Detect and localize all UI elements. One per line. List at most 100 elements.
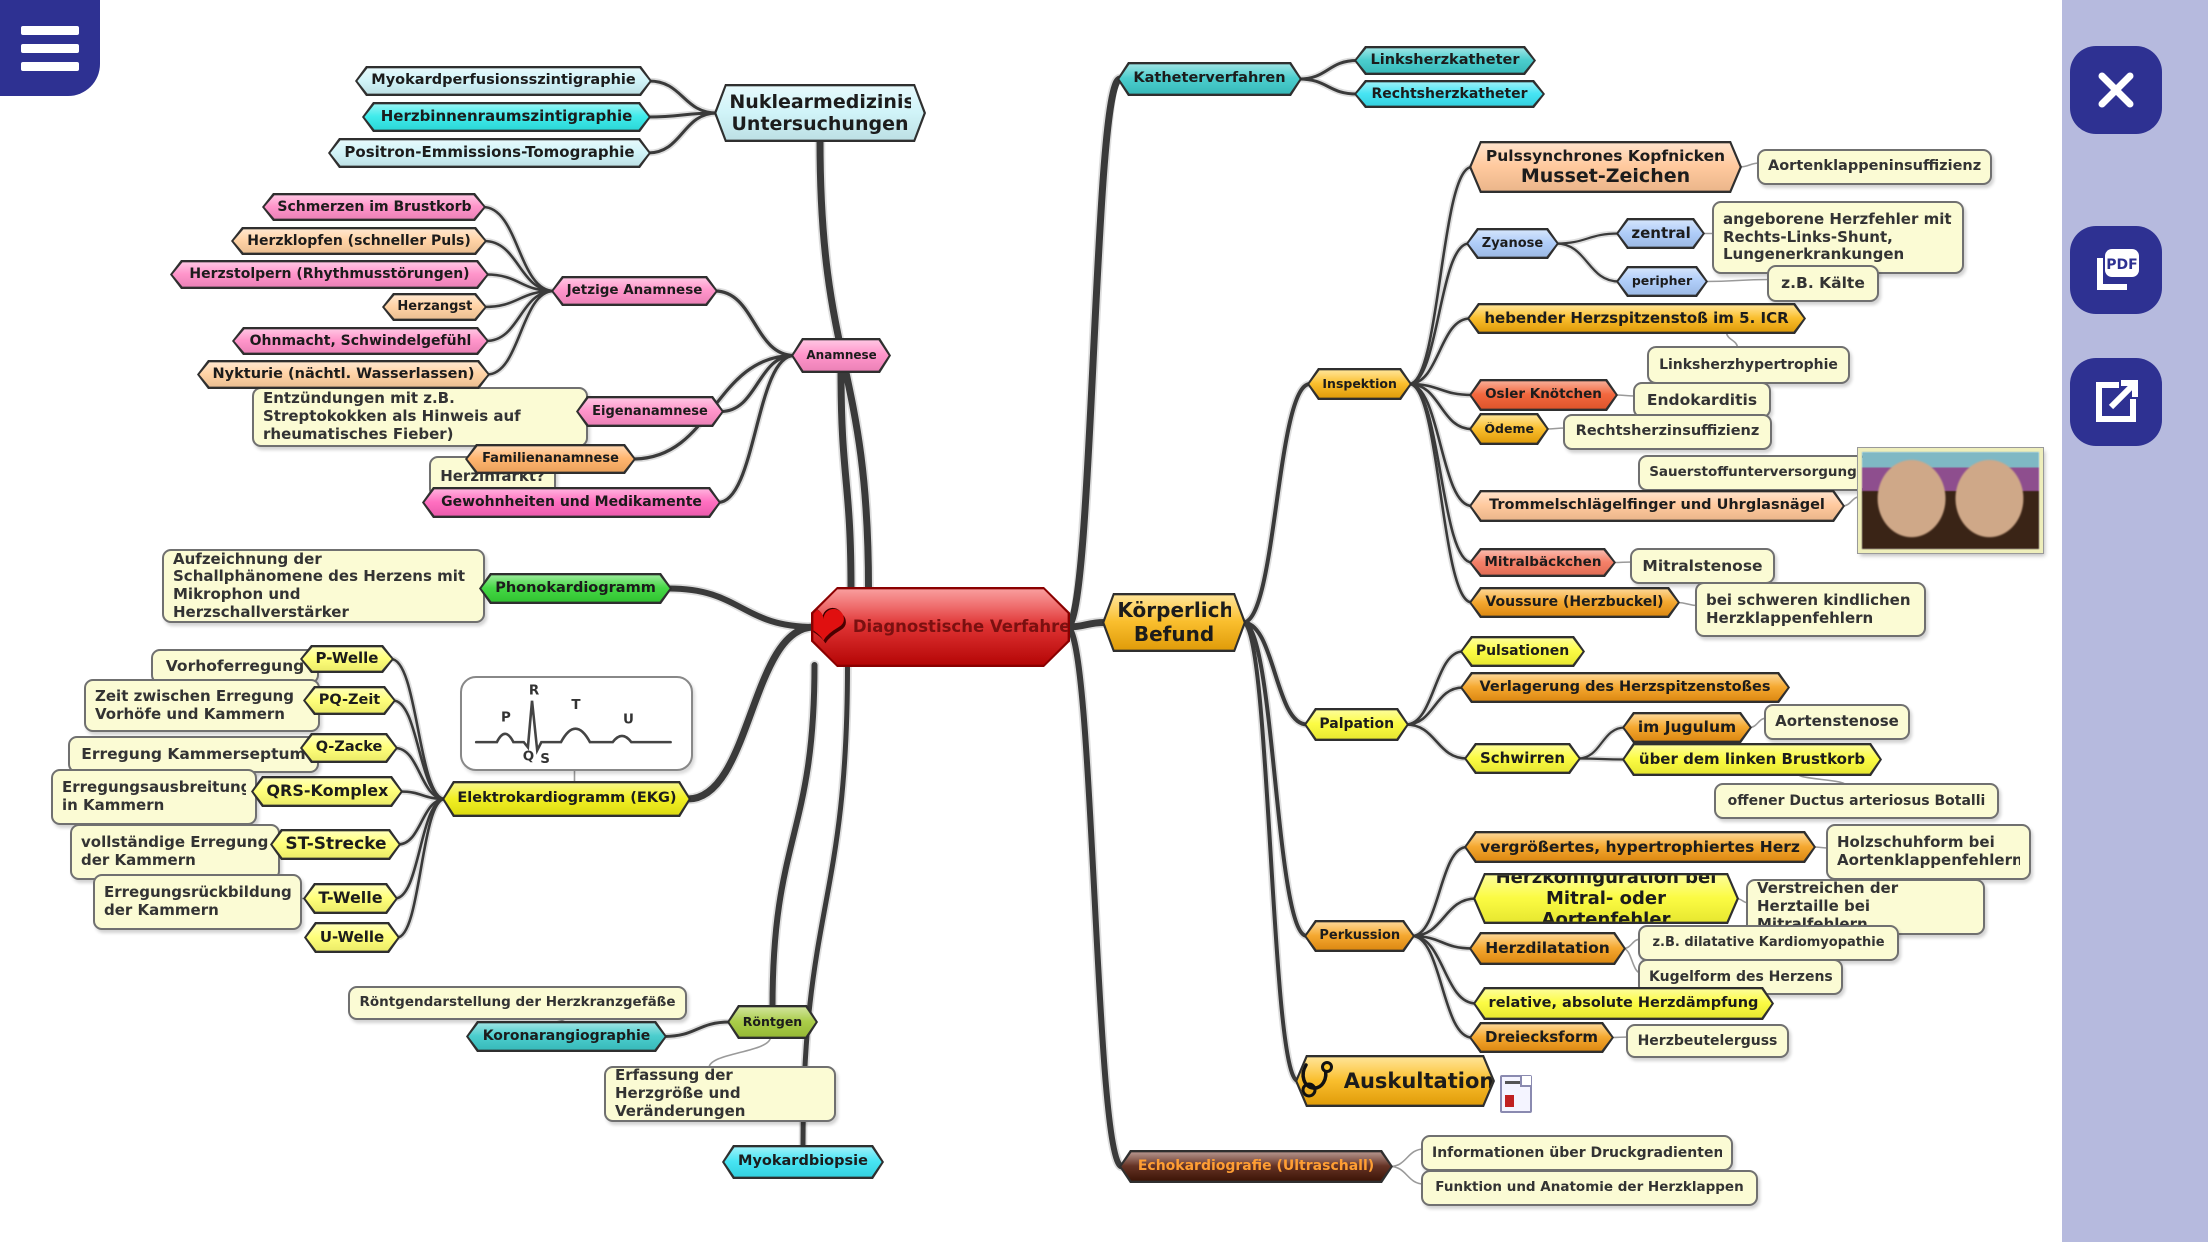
node-twelle[interactable]: T-Welle	[303, 883, 398, 914]
node-label: Herzstolpern (Rhythmusstörungen)	[189, 266, 470, 283]
node-phono[interactable]: Phonokardiogramm	[479, 573, 672, 604]
node-mitralb[interactable]: Mitralbäckchen	[1469, 548, 1616, 577]
note-label: bei schweren kindlichen Herzklappenfehle…	[1706, 591, 1911, 627]
node-label: Pulssynchrones Kopfnicken	[1485, 146, 1726, 165]
note-t_note: Erregungsrückbildung der Kammern	[93, 874, 302, 930]
node-nykturie[interactable]: Nykturie (nächtl. Wasserlassen)	[197, 360, 490, 389]
node-label: relative, absolute Herzdämpfung	[1488, 994, 1759, 1011]
node-label: Herzkonfiguration bei Mitral- oder Aorte…	[1495, 875, 1717, 922]
node-label: Koronarangiographie	[482, 1028, 651, 1045]
node-zentral[interactable]: zentral	[1616, 218, 1705, 249]
node-schmerzen[interactable]: Schmerzen im Brustkorb	[262, 193, 486, 221]
node-st[interactable]: ST-Strecke	[270, 829, 401, 860]
node-label: Echokardiografie (Ultraschall)	[1137, 1158, 1375, 1175]
node-oedeme[interactable]: Ödeme	[1469, 413, 1549, 445]
node-pwelle[interactable]: P-Welle	[300, 645, 394, 673]
node-uwelle[interactable]: U-Welle	[304, 922, 400, 953]
note-label: Erregungsrückbildung der Kammern	[104, 884, 291, 919]
node-vergroess[interactable]: vergrößertes, hypertrophiertes Herz	[1464, 831, 1816, 863]
note-herzbeutel_note: Herzbeutelerguss	[1626, 1024, 1789, 1058]
note-rechtsh_note: Rechtsherzinsuffizienz	[1563, 414, 1772, 450]
node-eigen[interactable]: Eigenanamnese	[576, 396, 724, 427]
note-label: Zeit zwischen Erregung Vorhöfe und Kamme…	[95, 687, 294, 723]
menu-button[interactable]	[0, 0, 100, 96]
node-herzbinnen[interactable]: Herzbinnenraumszintigraphie	[362, 102, 651, 132]
node-auskultation[interactable]: Auskultation	[1295, 1055, 1495, 1107]
note-label: Rechtsherzinsuffizienz	[1575, 423, 1760, 440]
note-qrs_note: Erregungsausbreitung in Kammern	[51, 769, 257, 825]
node-pqzeit[interactable]: PQ-Zeit	[303, 686, 396, 715]
node-herzstolpern[interactable]: Herzstolpern (Rhythmusstörungen)	[170, 260, 489, 289]
node-label: hebender Herzspitzenstoß im 5. ICR	[1484, 309, 1789, 327]
node-label: Röntgen	[742, 1014, 803, 1029]
svg-text:U: U	[623, 713, 634, 728]
node-center[interactable]: ❤Diagnostische Verfahren	[811, 587, 1070, 667]
node-inspektion[interactable]: Inspektion	[1307, 368, 1412, 400]
node-osler[interactable]: Osler Knötchen	[1469, 379, 1618, 411]
pdf-export-button[interactable]: PDF	[2070, 226, 2162, 314]
node-relative[interactable]: relative, absolute Herzdämpfung	[1473, 987, 1774, 1020]
note-label: Vorhoferregung	[165, 657, 305, 676]
node-imjugulum[interactable]: im Jugulum	[1622, 712, 1752, 743]
node-herzklopfen[interactable]: Herzklopfen (schneller Puls)	[231, 227, 487, 255]
node-links[interactable]: Linksherzkatheter	[1354, 46, 1536, 75]
node-koronar[interactable]: Koronarangiographie	[466, 1021, 667, 1052]
node-schwirren[interactable]: Schwirren	[1464, 743, 1581, 774]
note-linksh_note: Linksherzhypertrophie	[1647, 346, 1850, 384]
node-jetzige[interactable]: Jetzige Anamnese	[551, 276, 718, 306]
node-biopsie[interactable]: Myokardbiopsie	[722, 1145, 884, 1179]
node-ohnmacht[interactable]: Ohnmacht, Schwindelgefühl	[232, 327, 489, 355]
node-peripher[interactable]: peripher	[1616, 266, 1708, 297]
node-label: Ödeme	[1484, 421, 1534, 436]
node-label: Schwirren	[1479, 749, 1566, 767]
node-perkussion[interactable]: Perkussion	[1304, 920, 1415, 952]
close-button[interactable]	[2070, 46, 2162, 134]
node-herzkonfig[interactable]: Herzkonfiguration bei Mitral- oder Aorte…	[1473, 873, 1739, 924]
node-label: Anamnese	[806, 348, 876, 363]
node-herzdila[interactable]: Herzdilatation	[1469, 932, 1626, 965]
node-zyanose[interactable]: Zyanose	[1466, 228, 1559, 259]
node-ekg[interactable]: Elektrokardiogramm (EKG)	[442, 781, 691, 817]
note-label: Entzündungen mit z.B. Streptokokken als …	[263, 390, 521, 443]
node-label: Nuklearmedizinische Untersuchungen	[729, 90, 911, 135]
node-anamnese[interactable]: Anamnese	[791, 338, 891, 373]
node-positron[interactable]: Positron-Emmissions-Tomographie	[328, 138, 651, 168]
node-echo[interactable]: Echokardiografie (Ultraschall)	[1119, 1150, 1393, 1183]
attachment-icon[interactable]	[1500, 1075, 1532, 1113]
node-label: über dem linken Brustkorb	[1638, 750, 1866, 768]
node-rechts[interactable]: Rechtsherzkatheter	[1354, 80, 1545, 108]
node-qrs[interactable]: QRS-Komplex	[251, 776, 403, 807]
node-palpation[interactable]: Palpation	[1304, 708, 1409, 741]
open-external-button[interactable]	[2070, 358, 2162, 446]
stethoscope-icon	[1297, 1059, 1337, 1103]
node-label: Mitralbäckchen	[1484, 554, 1601, 570]
note-label: Aortenstenose	[1775, 713, 1899, 731]
node-roentgen[interactable]: Röntgen	[727, 1005, 818, 1039]
node-ueberbrust[interactable]: über dem linken Brustkorb	[1622, 743, 1882, 776]
node-hebender[interactable]: hebender Herzspitzenstoß im 5. ICR	[1467, 303, 1806, 334]
node-label: Schmerzen im Brustkorb	[277, 198, 471, 215]
node-label-2: Musset-Zeichen	[1520, 164, 1691, 187]
node-myokard[interactable]: Myokardperfusionsszintigraphie	[355, 66, 652, 96]
node-familien[interactable]: Familienanamnese	[465, 444, 636, 474]
svg-text:Q: Q	[523, 750, 534, 765]
node-verlagerung[interactable]: Verlagerung des Herzspitzenstoßes	[1460, 672, 1790, 703]
node-qzacke[interactable]: Q-Zacke	[300, 733, 398, 763]
node-nuklear[interactable]: Nuklearmedizinische Untersuchungen	[714, 84, 926, 142]
node-trommel[interactable]: Trommelschlägelfinger und Uhrglasnägel	[1469, 490, 1845, 522]
note-entz_note: Entzündungen mit z.B. Streptokokken als …	[252, 387, 588, 447]
node-koerper[interactable]: Körperlicher Befund	[1102, 593, 1246, 652]
node-gewohn[interactable]: Gewohnheiten und Medikamente	[422, 487, 721, 518]
node-voussure[interactable]: Voussure (Herzbuckel)	[1469, 587, 1680, 618]
note-ductus_note: offener Ductus arteriosus Botalli	[1714, 783, 1999, 819]
node-dreieck[interactable]: Dreiecksform	[1469, 1022, 1614, 1053]
svg-text:PDF: PDF	[2106, 257, 2137, 273]
node-label: ST-Strecke	[285, 834, 386, 855]
node-herzangst[interactable]: Herzangst	[382, 293, 487, 321]
node-pulsationen[interactable]: Pulsationen	[1460, 636, 1585, 667]
close-icon	[2098, 72, 2134, 108]
node-katheter[interactable]: Katheterverfahren	[1117, 62, 1302, 96]
